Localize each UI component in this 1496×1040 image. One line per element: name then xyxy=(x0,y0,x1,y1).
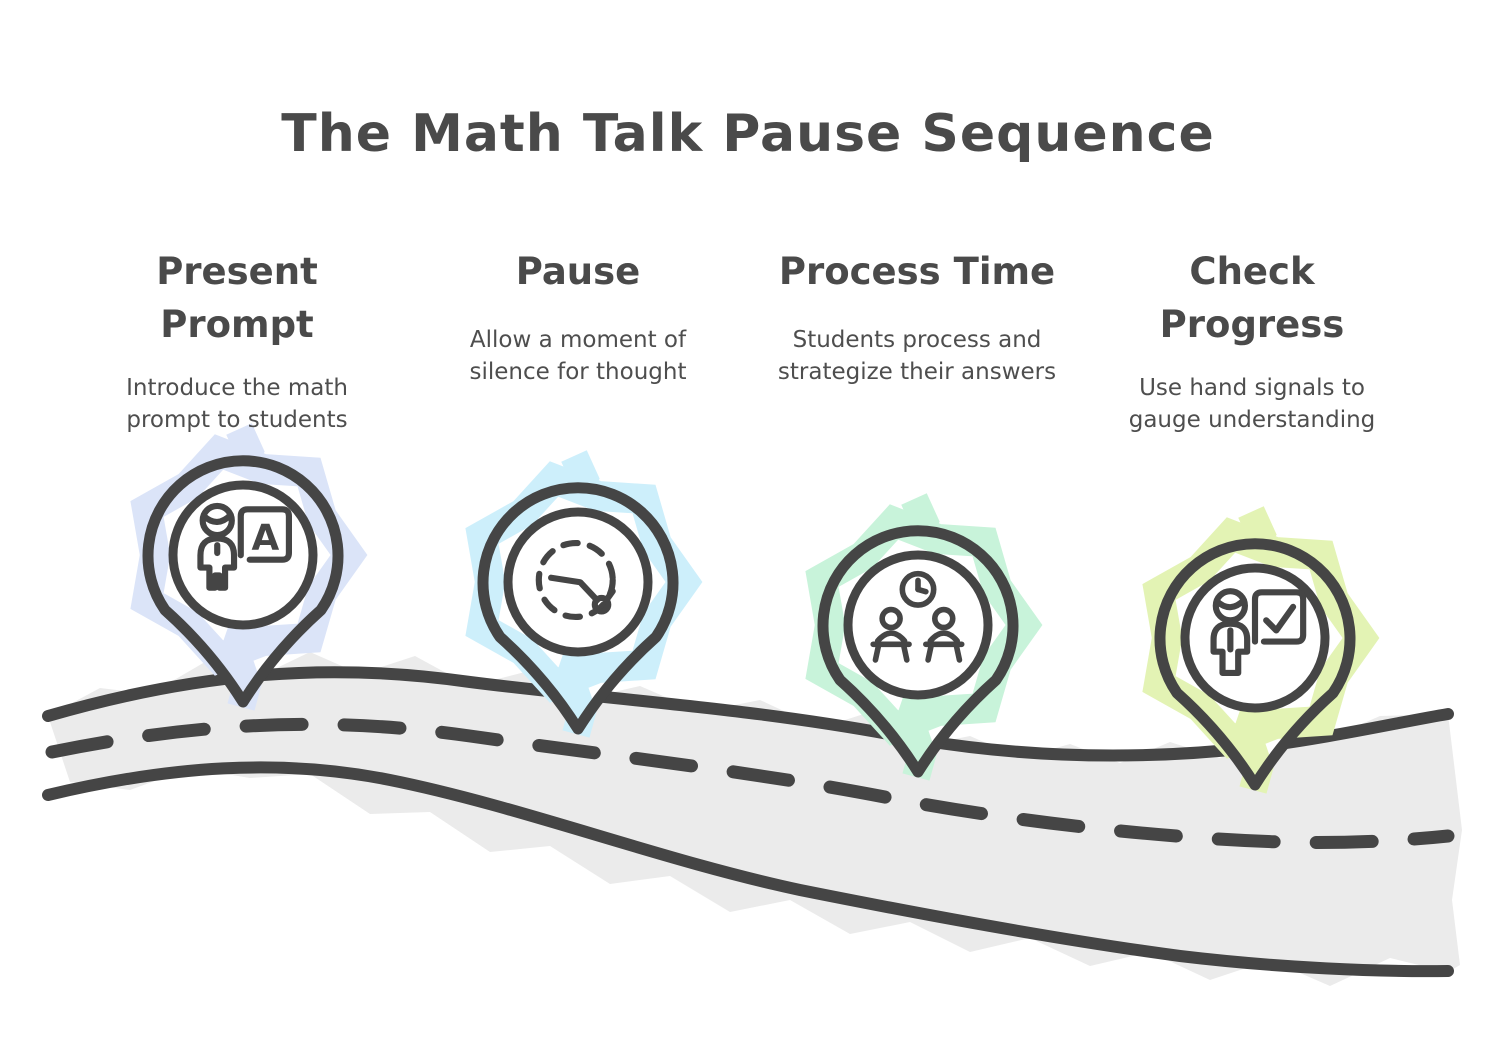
teacher-presentation-icon: A xyxy=(197,502,293,591)
students-processing-icon xyxy=(870,570,965,663)
milestone-pin-present-prompt: A xyxy=(130,423,368,711)
step-label-pause: Pause xyxy=(515,250,641,293)
milestone-pin-check-progress xyxy=(1142,506,1380,794)
step-description-present-prompt: Introduce the math prompt to students xyxy=(126,375,348,434)
step-label-present-prompt: Present Prompt xyxy=(156,250,318,346)
milestone-pin-pause xyxy=(465,450,703,738)
step-description-pause: Allow a moment of silence for thought xyxy=(469,327,687,386)
road-surface xyxy=(48,652,1462,986)
pin-outline xyxy=(477,482,679,735)
milestone-pin-process-time xyxy=(805,493,1043,781)
hand-signal-check-icon xyxy=(1210,588,1307,677)
board-letter: A xyxy=(252,518,280,559)
step-description-process-time: Students process and strategize their an… xyxy=(777,327,1057,386)
pin-outline xyxy=(142,455,344,708)
step-label-process-time: Process Time xyxy=(778,250,1056,293)
road-bottom-edge xyxy=(42,761,1454,978)
pin-inner-ring xyxy=(843,550,993,700)
pause-timer-icon xyxy=(535,539,616,621)
step-description-check-progress: Use hand signals to gauge understanding xyxy=(1128,375,1376,434)
page-title: The Math Talk Pause Sequence xyxy=(281,104,1215,164)
road-center-dashed-line xyxy=(45,717,1455,850)
checkmark xyxy=(1263,603,1297,634)
pin-outline xyxy=(1154,538,1356,791)
pin-outline xyxy=(817,525,1019,778)
step-label-check-progress: Check Progress xyxy=(1159,250,1345,346)
